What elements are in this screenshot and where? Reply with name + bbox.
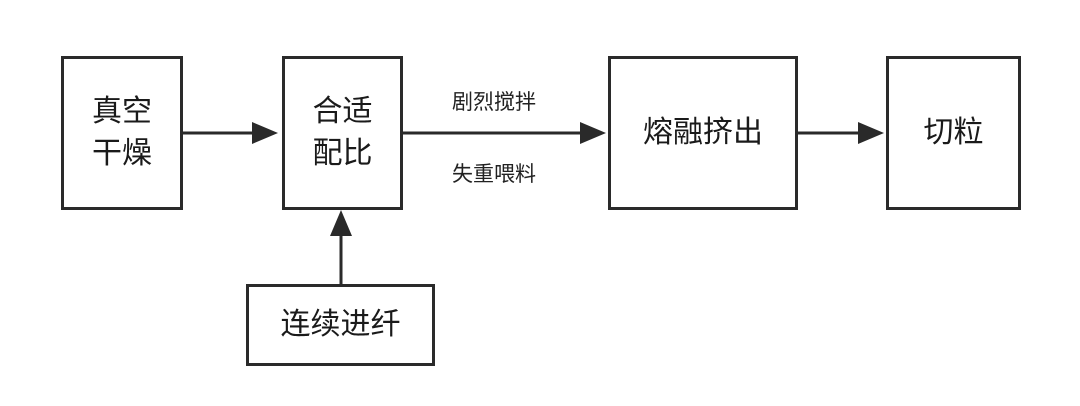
arrow-fiber-to-ratio [330, 210, 352, 285]
node-fiber-feed: 连续进纤 [246, 284, 435, 366]
node-fiber-feed-label: 连续进纤 [280, 307, 401, 342]
node-pelletize: 切粒 [886, 56, 1021, 210]
arrow-ratio-to-extrude [402, 122, 606, 144]
node-vacuum-dry: 真空 干燥 [61, 56, 183, 210]
node-melt-extrude: 熔融挤出 [608, 56, 798, 210]
edge-label-feed: 失重喂料 [452, 162, 536, 186]
node-ratio-label: 合适 配比 [312, 94, 373, 171]
node-melt-extrude-label: 熔融挤出 [643, 115, 763, 150]
arrow-extrude-to-pelletize [797, 122, 884, 144]
node-ratio: 合适 配比 [282, 56, 403, 210]
node-vacuum-dry-label: 真空 干燥 [92, 94, 152, 171]
edge-label-stir: 剧烈搅拌 [452, 90, 536, 114]
arrow-vacuum-to-ratio [182, 122, 278, 144]
node-pelletize-label: 切粒 [923, 115, 984, 150]
